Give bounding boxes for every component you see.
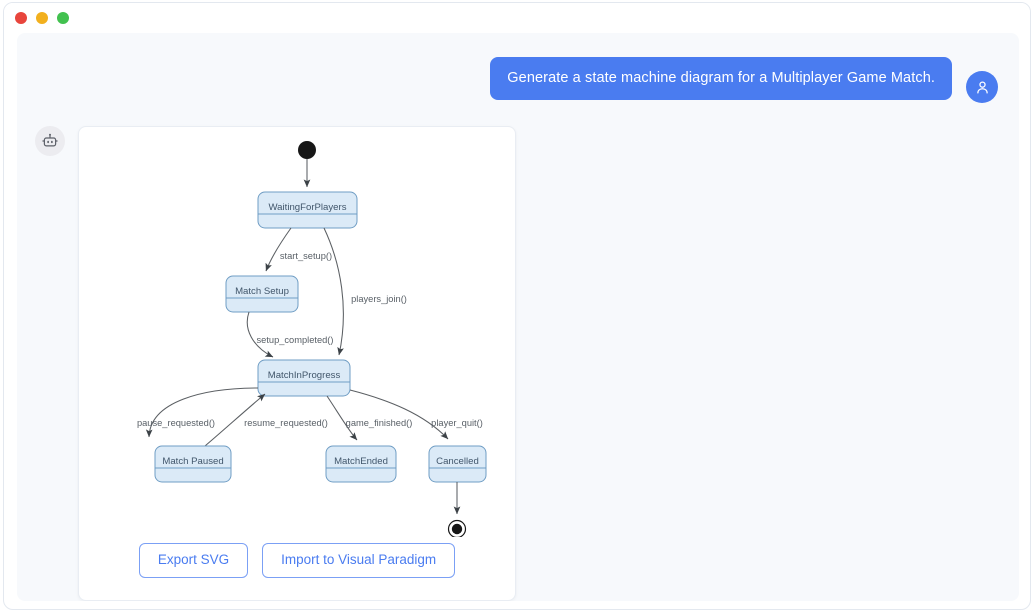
maximize-button[interactable]	[57, 12, 69, 24]
state-label: MatchEnded	[334, 456, 388, 467]
edge-label-start-setup: start_setup()	[280, 251, 332, 261]
state-label: Cancelled	[436, 456, 479, 467]
initial-state-node	[298, 141, 316, 159]
chat-panel: Generate a state machine diagram for a M…	[17, 33, 1019, 601]
close-button[interactable]	[15, 12, 27, 24]
edge-label-pause-requested: pause_requested()	[137, 418, 215, 428]
edge-inprogress-paused	[145, 387, 259, 438]
edge-waiting-setup	[265, 227, 292, 272]
edge-setup-inprogress	[246, 311, 274, 358]
edge-label-setup-completed: setup_completed()	[257, 335, 334, 345]
assistant-message-row: WaitingForPlayers start_setup() players_…	[35, 126, 516, 601]
assistant-avatar	[35, 126, 65, 156]
state-label: Match Setup	[235, 286, 289, 297]
import-to-visual-paradigm-button[interactable]: Import to Visual Paradigm	[262, 543, 456, 578]
edge-label-player-quit: player_quit()	[431, 418, 483, 428]
state-node-matchinprogress[interactable]: MatchInProgress	[257, 359, 351, 397]
window-controls	[15, 12, 69, 24]
user-icon	[976, 80, 988, 93]
robot-icon	[42, 133, 58, 147]
edge-paused-inprogress	[204, 393, 266, 447]
state-label: Match Paused	[162, 456, 223, 467]
user-avatar	[966, 71, 998, 103]
state-label: MatchInProgress	[268, 370, 341, 381]
state-node-matchpaused[interactable]: Match Paused	[154, 445, 232, 483]
final-state-node	[447, 519, 467, 539]
state-node-waitingforplayers[interactable]: WaitingForPlayers	[257, 191, 358, 229]
state-machine-diagram: WaitingForPlayers start_setup() players_…	[79, 127, 515, 539]
diagram-card: WaitingForPlayers start_setup() players_…	[78, 126, 516, 601]
user-message-row: Generate a state machine diagram for a M…	[490, 57, 998, 103]
edge-label-game-finished: game_finished()	[346, 418, 413, 428]
app-window: Generate a state machine diagram for a M…	[3, 2, 1031, 610]
diagram-svg: WaitingForPlayers start_setup() players_…	[137, 141, 487, 539]
edge-waiting-inprogress	[323, 227, 344, 356]
state-node-matchended[interactable]: MatchEnded	[325, 445, 397, 483]
edge-label-players-join: players_join()	[351, 294, 407, 304]
user-message-bubble: Generate a state machine diagram for a M…	[490, 57, 952, 101]
card-actions: Export SVG Import to Visual Paradigm	[79, 537, 515, 600]
minimize-button[interactable]	[36, 12, 48, 24]
state-label: WaitingForPlayers	[268, 202, 346, 213]
edge-label-resume-requested: resume_requested()	[244, 418, 328, 428]
edge-inprogress-ended	[326, 395, 358, 441]
state-node-cancelled[interactable]: Cancelled	[428, 445, 487, 483]
state-node-matchsetup[interactable]: Match Setup	[225, 275, 299, 313]
edge-inprogress-cancelled	[349, 389, 449, 440]
export-svg-button[interactable]: Export SVG	[138, 543, 249, 578]
window-titlebar	[4, 3, 1030, 33]
